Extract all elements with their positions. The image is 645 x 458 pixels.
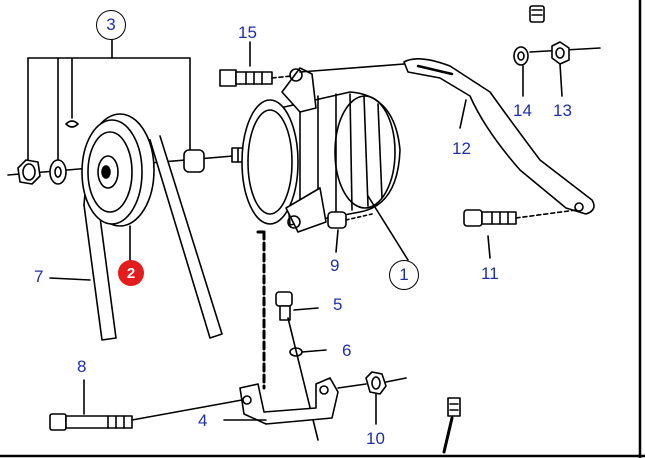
nut-10	[337, 371, 407, 395]
drive-belt	[83, 134, 223, 341]
callout-3: 3	[96, 10, 126, 40]
callout-1: 1	[389, 260, 419, 290]
washer-left	[49, 159, 67, 185]
callout-14: 14	[513, 101, 532, 120]
bolt-11	[463, 209, 577, 227]
callout-5: 5	[333, 295, 343, 314]
spacer-9	[327, 211, 347, 229]
lower-bracket	[239, 377, 339, 425]
partial-part-bottom	[442, 397, 461, 454]
bolt-15	[219, 69, 293, 87]
callout-7: 7	[34, 267, 44, 286]
callout-6: 6	[342, 341, 352, 360]
alternator	[241, 67, 401, 233]
callout-4: 4	[198, 411, 208, 430]
pulley	[81, 113, 155, 227]
callout-9: 9	[330, 256, 340, 275]
screw-5	[275, 291, 319, 321]
partial-part-top	[529, 5, 545, 23]
adjusting-bracket	[403, 58, 595, 215]
callout-15: 15	[238, 23, 257, 42]
washer-14	[513, 46, 529, 66]
nut-13	[551, 41, 570, 65]
small-key	[65, 120, 79, 128]
callout-10: 10	[366, 429, 385, 448]
nut-left	[17, 159, 41, 185]
callout-2-highlight: 2	[118, 260, 144, 286]
bolt-8	[49, 399, 243, 431]
callout-11: 11	[481, 264, 499, 283]
spacer-sleeve	[183, 149, 205, 173]
callout-8: 8	[77, 357, 87, 376]
callout-13: 13	[553, 101, 572, 120]
callout-12: 12	[452, 139, 471, 158]
